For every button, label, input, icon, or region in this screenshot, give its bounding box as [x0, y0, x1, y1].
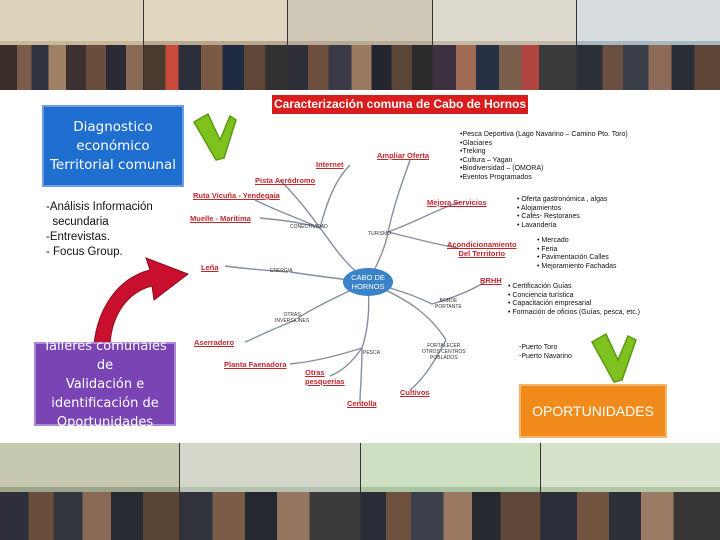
list-item: • Formación de oficios (Guías, pesca, et…: [508, 309, 640, 318]
node-line: POBLADOS: [422, 355, 466, 361]
workshop-photo: [361, 443, 541, 540]
list-item: • Feria: [537, 246, 617, 255]
bottom-photo-strip: [0, 443, 720, 540]
list-item: • Mercado: [537, 237, 617, 246]
list-item: • Oferta gastronómica , algas: [517, 196, 607, 205]
list-item: •Treking: [460, 148, 628, 157]
label-muelle-maritima: Muelle - Marítima: [190, 214, 251, 223]
list-item: •Glaciares: [460, 140, 628, 149]
label-rrhh: RRHH: [480, 276, 502, 285]
list-item: • Cafés- Restoranes: [517, 213, 607, 222]
green-arrow-icon: [588, 330, 640, 390]
label-planta-faenadora: Planta Faenadora: [224, 360, 287, 369]
label-line: pesquerías: [305, 377, 345, 386]
node-borde: BORDE PORTANTE: [435, 298, 462, 310]
list-item: • Capacitación empresarial: [508, 300, 640, 309]
workshop-photo: [180, 443, 360, 540]
label-mejora-servicios: Mejora Servicios: [427, 198, 487, 207]
node-conectividad: CONECTIVIDAD: [290, 224, 328, 230]
list-item: • Conciencia turística: [508, 292, 640, 301]
center-label: HORNOS: [351, 282, 385, 291]
list-turismo: •Pesca Deportiva (Lago Navarino – Camino…: [460, 131, 628, 182]
node-line: INVERSIONES: [275, 318, 309, 324]
label-cultivos: Cultivos: [400, 388, 430, 397]
node-fortalecer: FORTALECER OTROS CENTROS POBLADOS: [422, 343, 466, 361]
list-rrhh: • Certificación Guías • Conciencia turís…: [508, 283, 640, 317]
list-item: •Pesca Deportiva (Lago Navarino – Camino…: [460, 131, 628, 140]
label-line: Del Territorio: [447, 249, 517, 258]
node-line: PORTANTE: [435, 304, 462, 310]
label-centolla: Centolla: [347, 399, 377, 408]
list-item: •Cultura – Yagan: [460, 157, 628, 166]
node-pesca: PESCA: [363, 350, 380, 356]
label-ruta-vicuna: Ruta Vicuña - Yendegaia: [193, 191, 280, 200]
list-item: • Mejoramiento Fachadas: [537, 263, 617, 272]
label-line: Acondicionamiento: [447, 240, 517, 249]
node-turismo: TURISMO: [368, 231, 391, 237]
list-item: •Eventos Programados: [460, 174, 628, 183]
list-item: • Certificación Guías: [508, 283, 640, 292]
label-otras-pesquerias: Otras pesquerías: [305, 368, 345, 386]
list-item: -Puerto Toro: [519, 344, 572, 353]
list-item: •Biodiversidad – (OMORA): [460, 165, 628, 174]
label-acondicionamiento: Acondicionamiento Del Territorio: [447, 240, 517, 258]
workshop-photo: [0, 443, 180, 540]
list-item: • Lavandería: [517, 222, 607, 231]
workshop-photo: [541, 443, 720, 540]
center-node: CABO DE HORNOS: [343, 268, 393, 296]
list-servicios: • Oferta gastronómica , algas • Alojamie…: [517, 196, 607, 230]
label-pista-aerodromo: Pista Aeródromo: [255, 176, 315, 185]
label-line: Otras: [305, 368, 345, 377]
label-lena: Leña: [201, 263, 219, 272]
list-item: • Pavimentación Calles: [537, 254, 617, 263]
center-label: CABO DE: [351, 273, 385, 282]
label-ampliar-oferta: Ampliar Oferta: [377, 151, 429, 160]
list-puertos: -Puerto Toro -Puerto Navarino: [519, 344, 572, 361]
node-energia: ENERGIA: [270, 268, 293, 274]
list-item: -Puerto Navarino: [519, 353, 572, 362]
list-territorio: • Mercado • Feria • Pavimentación Calles…: [537, 237, 617, 271]
node-otras-inversiones: OTRAS INVERSIONES: [275, 312, 309, 324]
label-internet: Internet: [316, 160, 344, 169]
oportunidades-box: OPORTUNIDADES: [519, 384, 667, 438]
list-item: • Alojamientos: [517, 205, 607, 214]
label-aserradero: Aserradero: [194, 338, 234, 347]
